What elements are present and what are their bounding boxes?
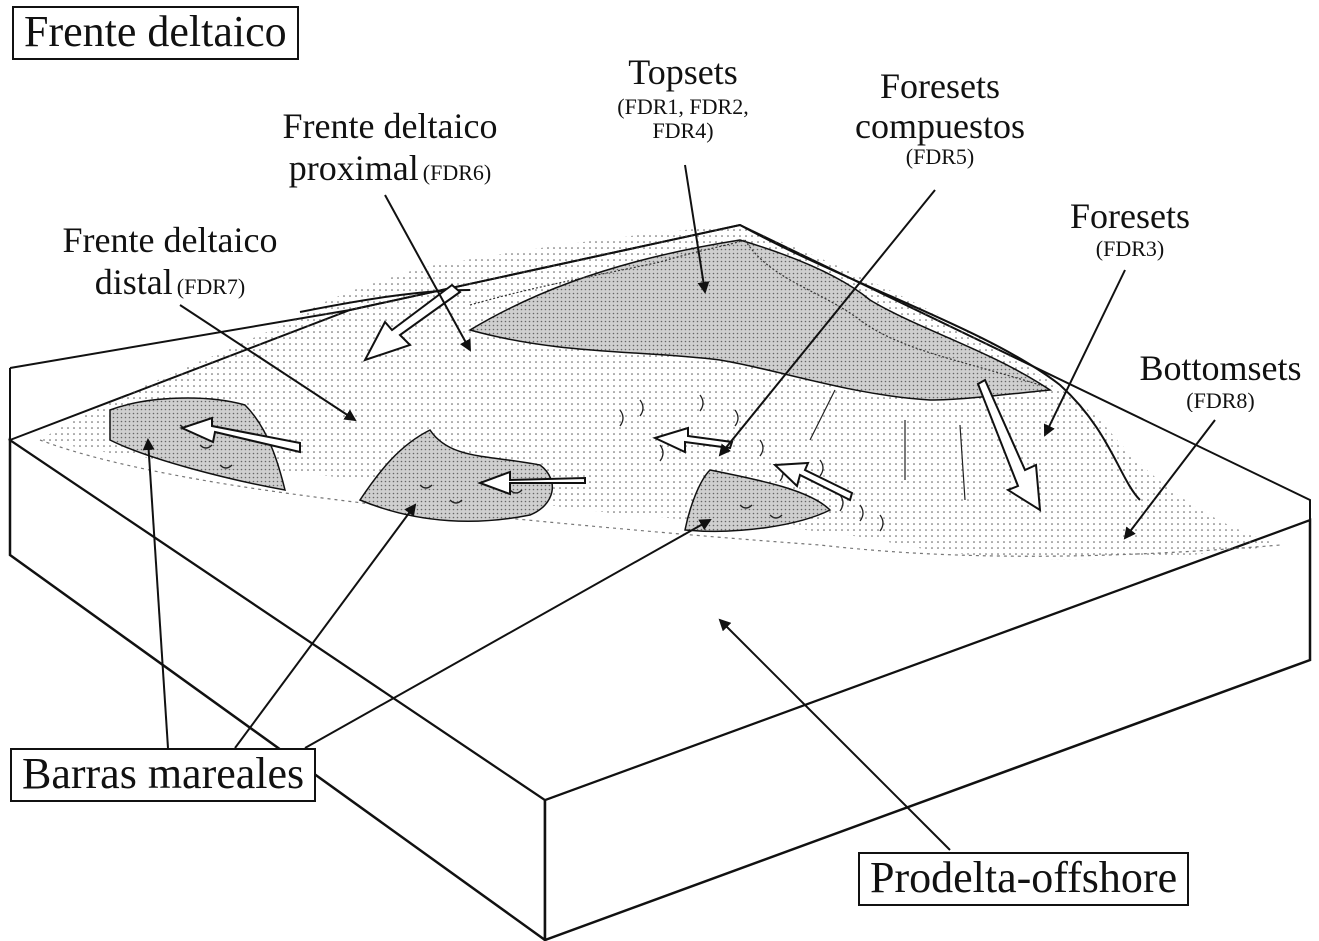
label-barras-mareales: Barras mareales xyxy=(10,748,316,802)
label-distal-line2: distal xyxy=(95,262,173,302)
label-topsets-name: Topsets xyxy=(583,54,783,90)
label-distal: Frente deltaico distal (FDR7) xyxy=(20,222,320,300)
label-foresets-compuestos-code: (FDR5) xyxy=(820,146,1060,168)
label-foresets-compuestos-line1: Foresets xyxy=(820,68,1060,104)
label-foresets-compuestos-line2: compuestos xyxy=(820,108,1060,144)
diagram-title: Frente deltaico xyxy=(12,6,299,60)
label-foresets-name: Foresets xyxy=(1040,198,1220,234)
label-bottomsets-code: (FDR8) xyxy=(1122,390,1319,412)
label-bottomsets: Bottomsets (FDR8) xyxy=(1122,350,1319,412)
label-topsets-codes-1: (FDR1, FDR2, xyxy=(583,96,783,118)
label-distal-code: (FDR7) xyxy=(177,274,245,299)
label-prodelta-offshore: Prodelta-offshore xyxy=(858,852,1189,906)
label-topsets: Topsets (FDR1, FDR2, FDR4) xyxy=(583,54,783,142)
label-proximal-line2: proximal xyxy=(289,148,419,188)
label-proximal-code: (FDR6) xyxy=(423,160,491,185)
label-bottomsets-name: Bottomsets xyxy=(1122,350,1319,386)
label-proximal: Frente deltaico proximal (FDR6) xyxy=(240,108,540,186)
label-foresets-compuestos: Foresets compuestos (FDR5) xyxy=(820,68,1060,168)
label-proximal-line1: Frente deltaico xyxy=(240,108,540,144)
label-distal-line1: Frente deltaico xyxy=(20,222,320,258)
label-foresets: Foresets (FDR3) xyxy=(1040,198,1220,260)
label-topsets-codes-2: FDR4) xyxy=(583,120,783,142)
label-foresets-code: (FDR3) xyxy=(1040,238,1220,260)
